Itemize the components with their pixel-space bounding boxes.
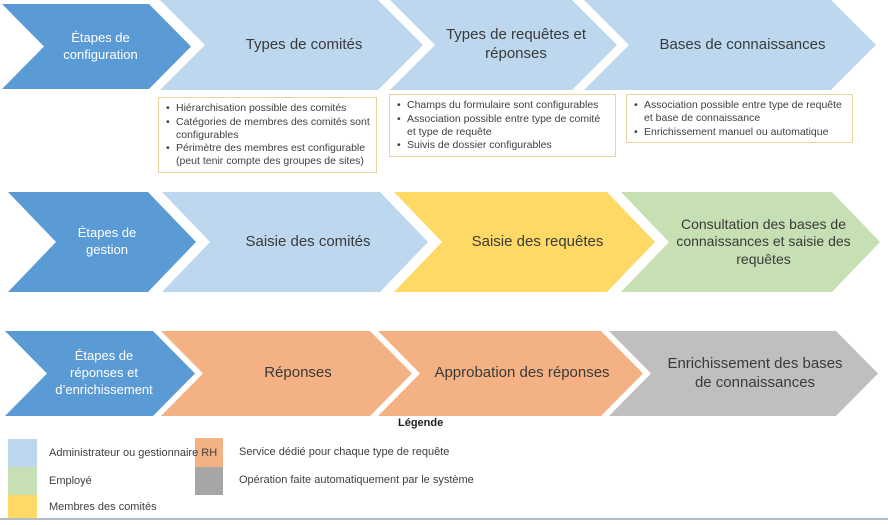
legend-swatch-admin	[8, 439, 37, 467]
legend-label-employe: Employé	[49, 475, 92, 487]
legend-swatch-employe	[8, 467, 37, 495]
note-list: Association possible entre type de requê…	[631, 99, 848, 138]
step-chevron-types-requetes: Types de requêtes et réponses	[390, 0, 617, 90]
legend-label-operation: Opération faite automatiquement par le s…	[239, 474, 474, 486]
legend-label-service: Service dédié pour chaque type de requêt…	[239, 446, 450, 458]
step-chevron-enrichissement: Enrichissement des bases de connaissance…	[609, 331, 878, 416]
note-item: Catégories de membres des comités sont c…	[163, 116, 372, 142]
step-chevron-reponses: Réponses	[161, 331, 412, 416]
note-item: Hiérarchisation possible des comités	[163, 102, 372, 115]
step-chevron-bases-connaissances: Bases de connaissances	[584, 0, 876, 90]
note-item: Association possible entre type de comit…	[394, 113, 611, 139]
legend-swatch-operation	[195, 467, 223, 495]
note-box-connaissances: Association possible entre type de requê…	[626, 94, 853, 144]
legend-label-membres: Membres des comités	[49, 501, 157, 513]
stage-chevron-reponses: Étapes de réponses et d’enrichissement	[5, 331, 195, 416]
step-label: Réponses	[264, 364, 332, 382]
step-label: Saisie des requêtes	[471, 232, 604, 250]
bottom-border-line	[0, 518, 888, 520]
step-chevron-saisie-requetes: Saisie des requêtes	[394, 192, 655, 292]
legend-swatch-membres	[8, 495, 37, 518]
stage-label: Étapes de réponses et d’enrichissement	[55, 348, 153, 397]
step-chevron-types-comites: Types de comités	[160, 0, 423, 90]
legend-swatch-service	[195, 438, 223, 467]
step-label: Consultation des bases de connaissances …	[676, 215, 851, 267]
stage-label: Étapes de gestion	[77, 225, 137, 257]
legend-title: Légende	[398, 417, 444, 429]
step-label: Approbation des réponses	[434, 364, 610, 382]
note-item: Suivis de dossier configurables	[394, 139, 611, 152]
step-label: Saisie des comités	[245, 232, 371, 250]
note-box-requetes: Champs du formulaire sont configurables …	[389, 94, 616, 158]
stage-label: Étapes de configuration	[63, 29, 138, 62]
note-item: Champs du formulaire sont configurables	[394, 99, 611, 112]
step-label: Bases de connaissances	[659, 35, 826, 53]
step-label: Enrichissement des bases de connaissance…	[667, 354, 843, 391]
legend-label-admin: Administrateur ou gestionnaire RH	[49, 447, 218, 459]
note-box-comites: Hiérarchisation possible des comités Cat…	[158, 97, 377, 173]
step-chevron-saisie-comites: Saisie des comités	[162, 192, 428, 292]
step-label: Types de requêtes et réponses	[445, 26, 587, 62]
step-chevron-approbation: Approbation des réponses	[378, 331, 643, 416]
note-list: Hiérarchisation possible des comités Cat…	[163, 102, 372, 168]
note-item: Enrichissement manuel ou automatique	[631, 126, 848, 139]
step-label: Types de comités	[245, 35, 363, 53]
step-chevron-consultation-bases: Consultation des bases de connaissances …	[621, 192, 880, 292]
stage-chevron-gestion: Étapes de gestion	[8, 192, 196, 292]
stage-chevron-configuration: Étapes de configuration	[2, 4, 191, 89]
note-item: Association possible entre type de requê…	[631, 99, 848, 125]
note-list: Champs du formulaire sont configurables …	[394, 99, 611, 152]
note-item: Périmètre des membres est configurable (…	[163, 142, 372, 168]
